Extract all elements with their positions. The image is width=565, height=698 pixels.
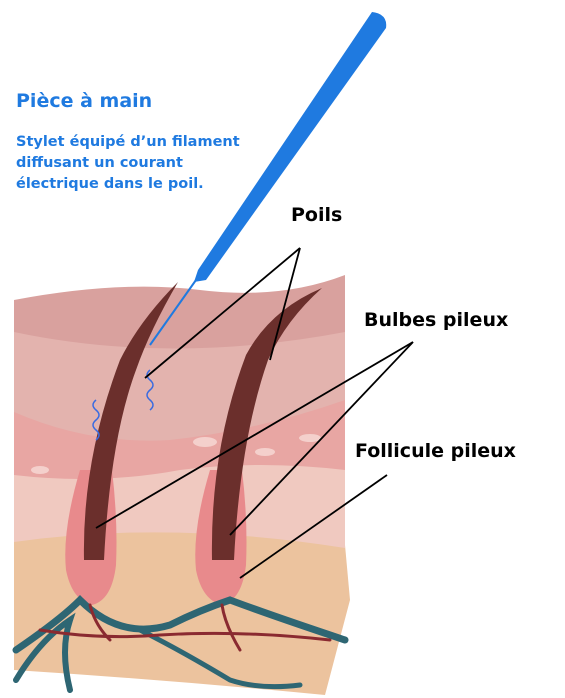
- capillary: [31, 466, 49, 474]
- capillary: [255, 448, 275, 456]
- handpiece-description: Stylet équipé d’un filament diffusant un…: [16, 132, 246, 195]
- label-follicle: Follicule pileux: [355, 440, 516, 462]
- handpiece-title: Pièce à main: [16, 90, 152, 112]
- label-bulbs: Bulbes pileux: [364, 309, 508, 331]
- label-hairs: Poils: [291, 204, 342, 226]
- capillary: [193, 437, 217, 447]
- capillary: [299, 434, 321, 442]
